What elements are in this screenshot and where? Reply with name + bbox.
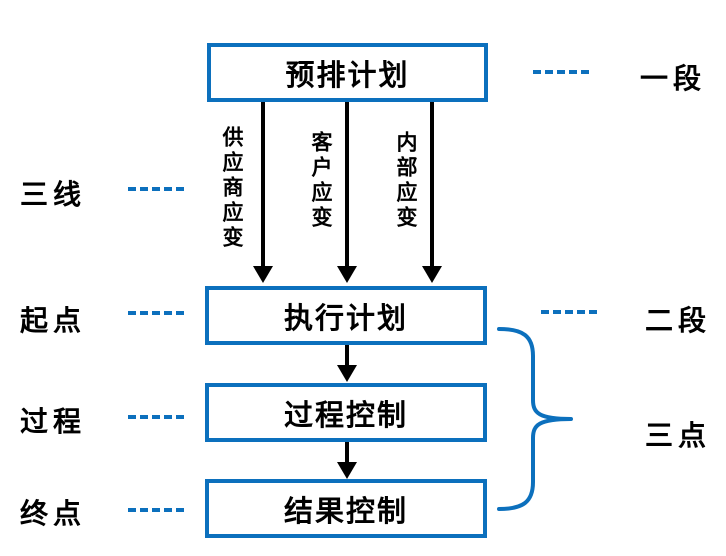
branch-label-supplier-response: 供应商应变: [220, 126, 243, 251]
arrow-head-icon: [253, 266, 273, 283]
box-result-control-label: 结果控制: [283, 495, 408, 528]
arrow-process-to-result-icon: [337, 442, 357, 479]
annotation-end-point: 终点: [20, 498, 87, 529]
dash-connector-process: [128, 415, 184, 419]
annotation-segment-two: 二段: [645, 305, 712, 336]
arrow-internal-response-icon: [422, 102, 442, 283]
arrow-head-icon: [422, 266, 442, 283]
arrow-stem: [261, 102, 265, 268]
annotation-three-points: 三点: [645, 420, 712, 451]
arrow-supplier-response-icon: [253, 102, 273, 283]
annotation-three-lines: 三线: [20, 179, 87, 210]
annotation-segment-one: 一段: [640, 63, 707, 94]
curly-brace-icon: [497, 327, 573, 511]
arrow-customer-response-icon: [337, 102, 357, 283]
arrow-execution-to-process-icon: [337, 345, 357, 382]
box-process-control: 过程控制: [205, 383, 487, 442]
box-execution-plan: 执行计划: [205, 286, 487, 345]
branch-label-internal-response: 内部应变: [394, 131, 417, 231]
box-execution-plan-label: 执行计划: [283, 302, 408, 335]
arrow-head-icon: [337, 365, 357, 382]
dash-connector-start-point: [128, 311, 184, 315]
annotation-start-point: 起点: [20, 305, 87, 336]
arrow-stem: [345, 102, 349, 268]
annotation-process: 过程: [20, 406, 87, 437]
arrow-stem: [345, 345, 349, 367]
dash-connector-segment-two: [541, 310, 597, 314]
box-process-control-label: 过程控制: [283, 399, 408, 432]
arrow-head-icon: [337, 462, 357, 479]
dash-connector-three-lines: [128, 187, 184, 191]
arrow-stem: [430, 102, 434, 268]
branch-label-customer-response: 客户应变: [309, 131, 332, 231]
dash-connector-segment-one: [533, 70, 589, 74]
box-pre-schedule-plan-label: 预排计划: [285, 59, 410, 92]
dash-connector-end-point: [128, 508, 184, 512]
box-result-control: 结果控制: [205, 479, 487, 538]
arrow-stem: [345, 442, 349, 464]
arrow-head-icon: [337, 266, 357, 283]
box-pre-schedule-plan: 预排计划: [207, 43, 488, 102]
